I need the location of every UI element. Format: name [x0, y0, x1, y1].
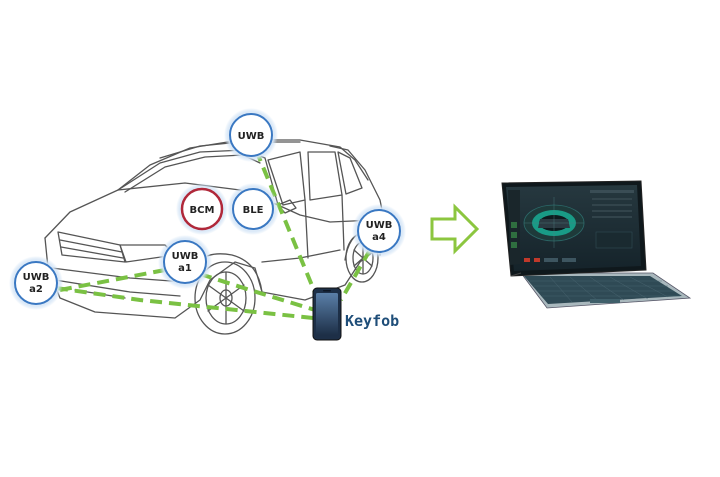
uwb-a1-label-line2: a1	[178, 263, 192, 274]
uwb-top-node: UWB	[224, 108, 278, 162]
uwb-a4-node: UWB a4	[352, 204, 406, 258]
uwb-a4-label-line1: UWB	[366, 220, 393, 231]
link-uwb-top-to-keyfob	[254, 149, 320, 301]
link-uwb-a2-to-keyfob	[55, 286, 314, 320]
uwb-a4-label-line2: a4	[372, 232, 386, 243]
signal-links	[55, 149, 372, 320]
link-uwb-a1-to-keyfob	[199, 272, 316, 312]
bcm-label: BCM	[190, 205, 215, 216]
uwb-a2-node: UWB a2	[9, 256, 63, 310]
ble-node: BLE	[227, 183, 279, 235]
bcm-node: BCM	[176, 183, 228, 235]
ble-label: BLE	[243, 205, 264, 216]
uwb-a2-label-line2: a2	[29, 284, 43, 295]
uwb-a2-label-line1: UWB	[23, 272, 50, 283]
uwb-a1-node: UWB a1	[158, 235, 212, 289]
uwb-a1-label-line1: UWB	[172, 251, 199, 262]
smartphone-icon	[312, 287, 342, 341]
uwb-top-label: UWB	[238, 131, 265, 142]
right-arrow-icon	[430, 203, 480, 255]
link-uwb-a4-to-keyfob	[339, 248, 372, 302]
keyfob-label: Keyfob	[345, 312, 399, 330]
tablet-laptop-icon	[501, 180, 692, 309]
